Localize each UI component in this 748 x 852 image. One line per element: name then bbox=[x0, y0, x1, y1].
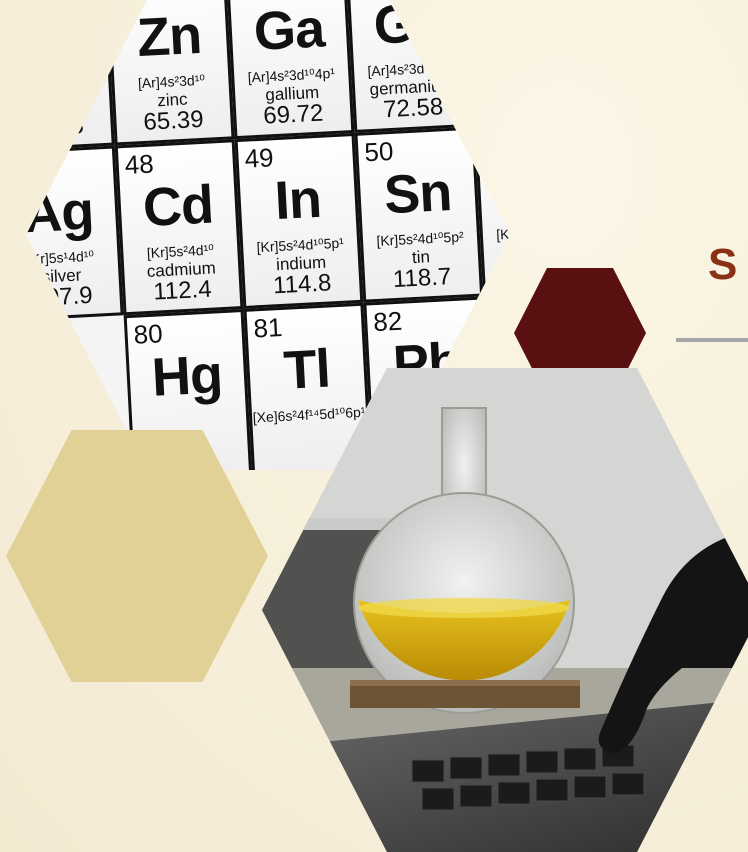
element-wt: 121.8 bbox=[484, 255, 510, 289]
element-wt: 112.4 bbox=[152, 275, 213, 306]
element-nm: arsenic bbox=[504, 70, 510, 92]
element-sym: Hg bbox=[150, 344, 224, 408]
element-wt: 65.39 bbox=[142, 105, 205, 136]
element-wt: 114.8 bbox=[272, 269, 333, 300]
element-cfg: [Ar]4s²3d¹⁰4p³ bbox=[486, 52, 510, 73]
element-sym: As bbox=[493, 0, 510, 50]
element-sym: In bbox=[273, 168, 323, 232]
element-cfg: [Ar]4s¹3d¹⁰ bbox=[26, 77, 86, 98]
hand-silhouette bbox=[598, 528, 748, 753]
element-cfg: [Xe]6s²4f¹⁴5d¹⁰6p¹ bbox=[252, 403, 366, 426]
element-wt: 69.72 bbox=[262, 99, 325, 130]
element-wt: 63.55 bbox=[26, 112, 85, 143]
element-wt: 74.92 bbox=[502, 86, 510, 118]
element-sym: Ga bbox=[252, 0, 326, 63]
heading-letter: S bbox=[708, 240, 738, 289]
element-sym: Ag bbox=[26, 180, 95, 245]
element-sym: Tl bbox=[282, 338, 332, 401]
element-wt: 118.7 bbox=[392, 263, 452, 294]
element-sym: Cd bbox=[141, 174, 215, 239]
element-sym: Sn bbox=[382, 161, 453, 226]
heading-rule bbox=[676, 338, 748, 342]
stand bbox=[350, 680, 580, 708]
element-sym: Zn bbox=[135, 4, 203, 69]
element-wt: 72.58 bbox=[382, 93, 444, 124]
element-num: 51 bbox=[483, 129, 510, 162]
tan-hexagon bbox=[6, 430, 268, 682]
element-wt: 107.9 bbox=[31, 281, 94, 312]
element-cfg: [Kr]5s²4d¹⁰5p³ bbox=[495, 222, 510, 243]
flask bbox=[353, 407, 575, 714]
element-num: 83 bbox=[492, 299, 510, 331]
laptop bbox=[262, 698, 748, 852]
element-sym: Ge bbox=[372, 0, 446, 56]
element-sym: Sb bbox=[502, 155, 510, 220]
element-num: 47 bbox=[26, 154, 35, 187]
